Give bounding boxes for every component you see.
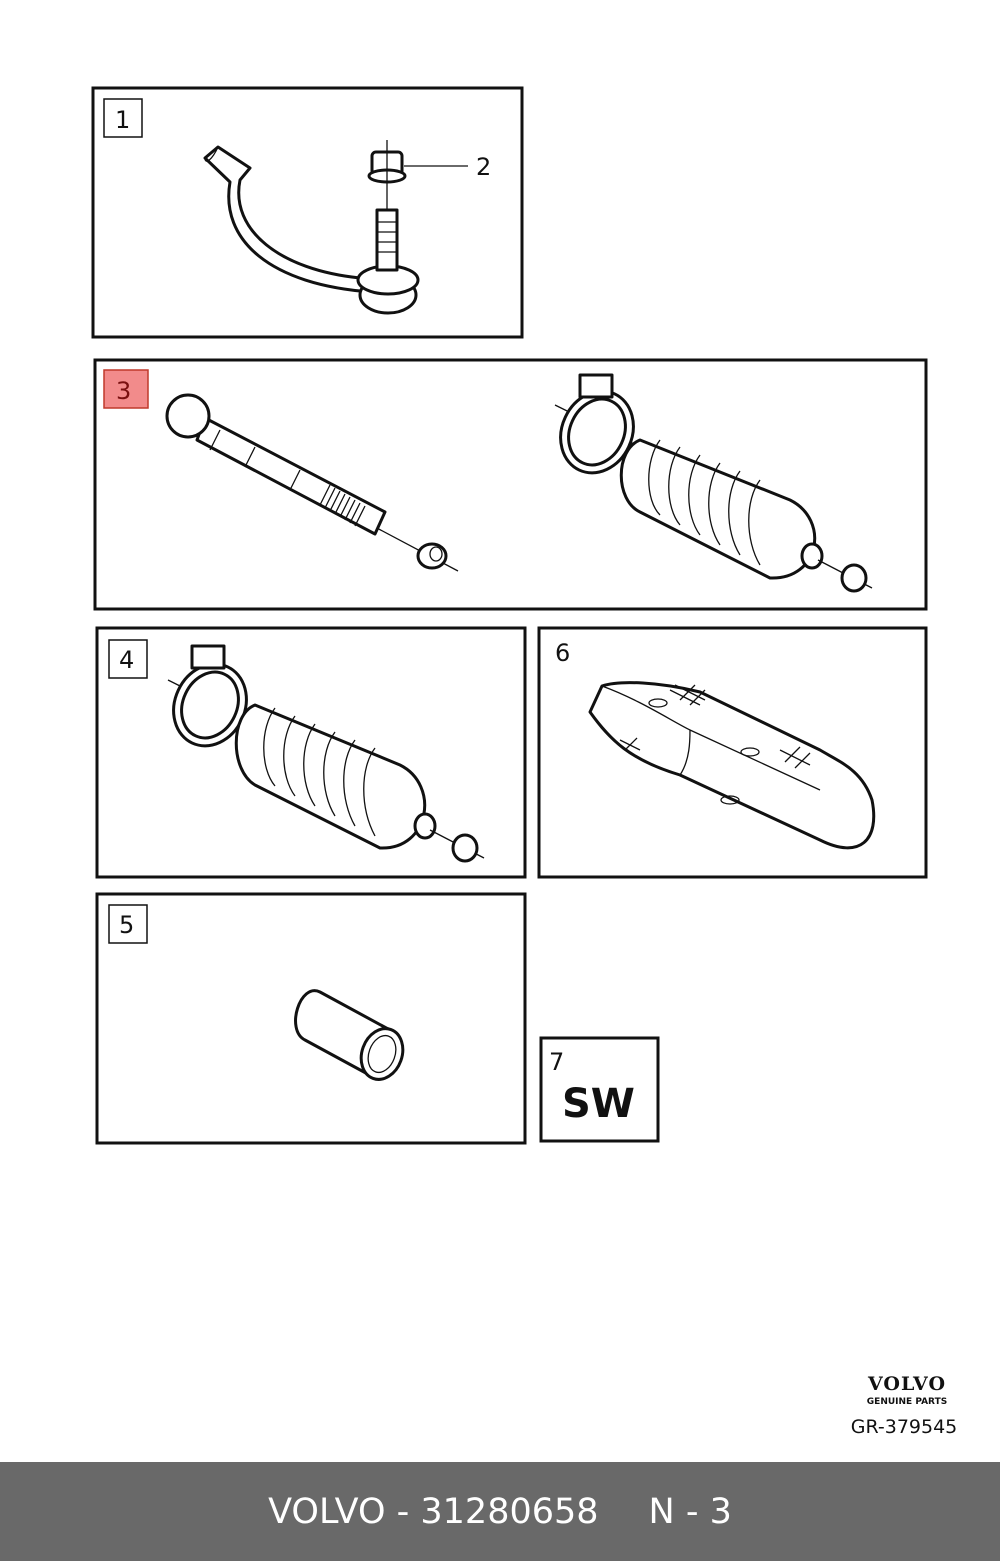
panel-6: 6 [537,626,928,879]
footer-position: N - 3 [648,1491,732,1532]
callout-3[interactable]: 3 [116,377,131,405]
volvo-logo: VOLVO GENUINE PARTS [867,1373,947,1407]
diagram-id: GR-379545 [851,1416,958,1438]
footer-bar: VOLVO - 31280658 N - 3 [0,1462,1000,1561]
callout-box-3-highlighted[interactable] [103,369,149,409]
callout-1[interactable]: 1 [115,106,130,134]
callout-6[interactable]: 6 [555,639,570,667]
callout-box-4[interactable] [108,639,148,679]
panel-5: 5 [95,892,527,1145]
callout-5[interactable]: 5 [119,911,134,939]
panel-7: 7 SW [539,1036,660,1143]
callout-box-5[interactable] [108,904,148,944]
boot-kit-drawing [554,373,873,593]
callout-box-1[interactable] [103,98,143,138]
software-label: SW [562,1081,635,1127]
panel-3: 3 [93,358,928,611]
callout-7[interactable]: 7 [549,1048,564,1076]
steering-boot-drawing [167,644,485,863]
callout-2[interactable]: 2 [476,153,491,181]
logo-tagline: GENUINE PARTS [867,1397,947,1407]
footer-part-number: VOLVO - 31280658 [268,1491,599,1532]
bushing-drawing [294,989,405,1081]
panel-1: 1 2 [91,86,524,339]
logo-brand: VOLVO [867,1373,946,1395]
tie-rod-end-drawing [203,140,468,315]
panel-4: 4 [95,626,527,879]
inner-tie-rod-drawing [165,393,459,572]
callout-4[interactable]: 4 [119,646,134,674]
grease-sachet-drawing [588,681,876,850]
